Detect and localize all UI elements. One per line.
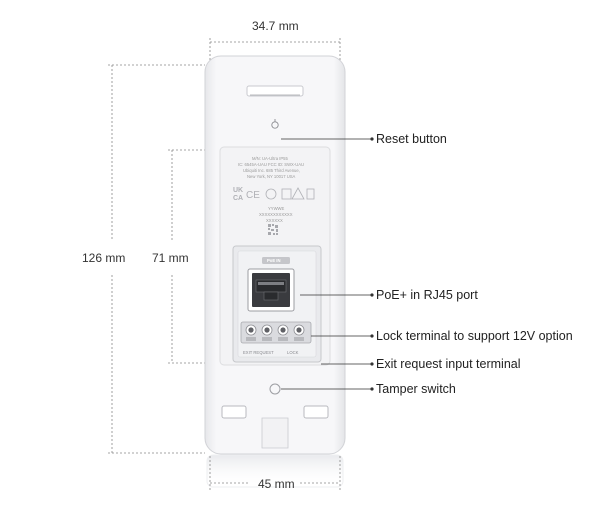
label-line-4: New York, NY 10017 USA <box>247 174 296 179</box>
reset-button-label: Reset button <box>376 132 447 146</box>
total-height-label: 126 mm <box>82 251 126 265</box>
qr-code <box>268 224 278 235</box>
total-height-dimension <box>108 64 205 454</box>
label-line-1: M/N: UA-Ultra IP55 <box>252 156 288 161</box>
lock-terminal-label: Lock terminal to support 12V option <box>376 329 573 343</box>
top-width-label: 34.7 mm <box>252 19 299 33</box>
label-yyww: YYWWE <box>268 206 285 211</box>
tamper-switch-label: Tamper switch <box>376 382 456 396</box>
exit-request-label: Exit request input terminal <box>376 357 521 371</box>
poe-port-label: PoE+ in RJ45 port <box>376 288 478 302</box>
svg-text:CE: CE <box>246 190 260 201</box>
callout-dots <box>370 137 374 391</box>
label-line-2: IC: 6545A-UAU FCC ID: SWX-UAU <box>238 162 305 167</box>
reset-button[interactable] <box>271 119 279 129</box>
label-height-label: 71 mm <box>152 251 189 265</box>
certification-logos: UK CA CE <box>233 187 315 202</box>
tamper-switch[interactable] <box>269 383 281 395</box>
bottom-clips <box>221 405 329 419</box>
rj45-port[interactable] <box>247 268 295 312</box>
label-code: XXXXXX <box>266 218 283 223</box>
svg-text:UK: UK <box>233 187 243 194</box>
bottom-tab <box>261 417 289 449</box>
top-width-dimension <box>209 38 341 62</box>
exit-request-tag: EXIT REQUEST <box>243 350 274 355</box>
svg-text:CA: CA <box>233 195 243 202</box>
lock-tag: LOCK <box>287 350 299 355</box>
label-line-3: Ubiquiti Inc. 685 Third Avenue, <box>243 168 300 173</box>
device-base-shadow <box>206 454 344 488</box>
mounting-slot-top <box>246 85 304 97</box>
terminal-block[interactable] <box>240 321 312 344</box>
poe-in-tag: PoE IN <box>267 258 281 263</box>
label-serial: XXXXXXXXXXXX <box>259 212 293 217</box>
bottom-width-dimension <box>209 456 341 490</box>
callout-lines <box>281 138 372 390</box>
bottom-width-label: 45 mm <box>258 477 295 491</box>
